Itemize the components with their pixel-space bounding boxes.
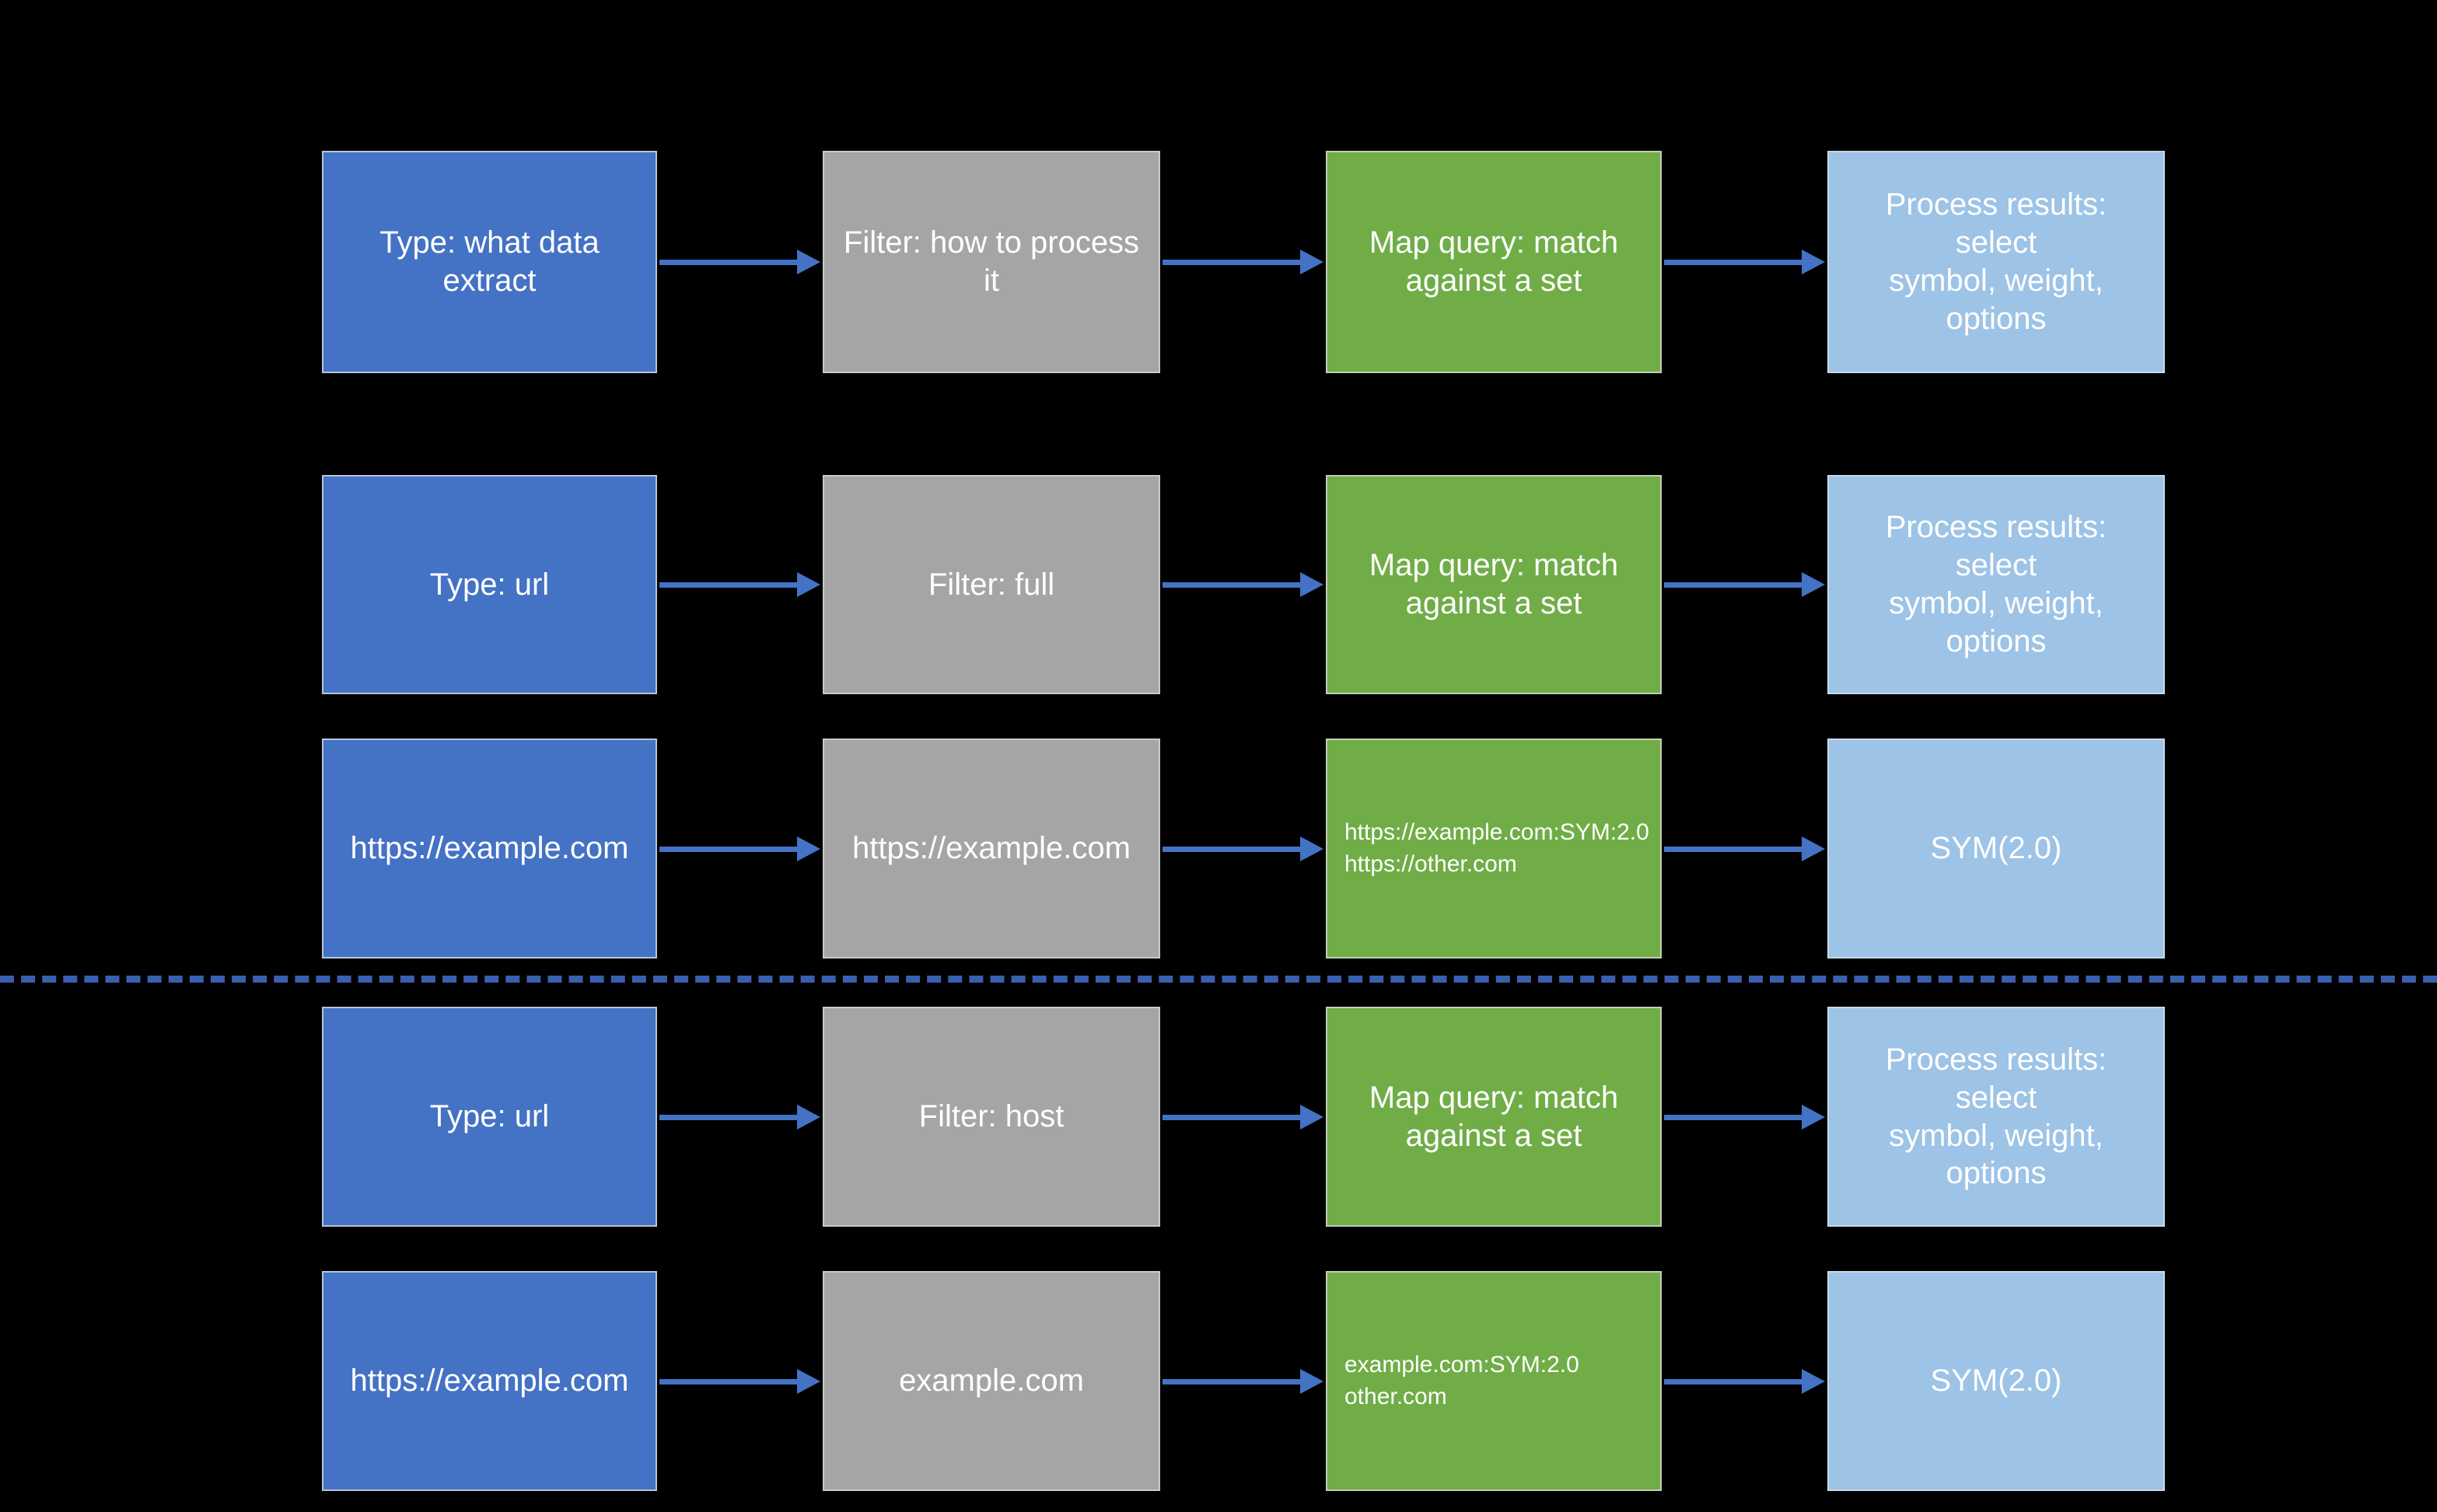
arrow-head-icon — [1300, 572, 1323, 597]
arrow-shaft — [1664, 582, 1802, 588]
arrow-shaft — [1664, 1379, 1802, 1385]
arrow-head-icon — [797, 572, 820, 597]
arrow-shaft — [1163, 260, 1300, 265]
box-type-legend[interactable]: Type: what data extract — [322, 151, 657, 373]
arrow-shaft — [659, 1115, 797, 1120]
arrow-head-icon — [1300, 250, 1323, 274]
section-divider — [0, 976, 2437, 983]
box-type-host-example[interactable]: https://example.com — [322, 1271, 657, 1491]
arrow-shaft — [1664, 847, 1802, 852]
arrow-head-icon — [1300, 836, 1323, 861]
arrow-head-icon — [1802, 836, 1825, 861]
box-filter-legend[interactable]: Filter: how to process it — [823, 151, 1160, 373]
arrow-head-icon — [1802, 1105, 1825, 1130]
arrow-head-icon — [1300, 1369, 1323, 1394]
box-process-legend[interactable]: Process results: select symbol, weight, … — [1827, 151, 2165, 373]
box-filter-full-example[interactable]: https://example.com — [823, 739, 1160, 959]
arrow-head-icon — [797, 1105, 820, 1130]
box-map-full-example[interactable]: https://example.com:SYM:2.0 https://othe… — [1326, 739, 1662, 959]
arrow-head-icon — [797, 1369, 820, 1394]
arrow-shaft — [659, 1379, 797, 1385]
arrow-shaft — [1163, 582, 1300, 588]
box-map-legend[interactable]: Map query: match against a set — [1326, 151, 1662, 373]
box-type-full-example[interactable]: https://example.com — [322, 739, 657, 959]
arrow-head-icon — [1802, 572, 1825, 597]
arrow-head-icon — [1300, 1105, 1323, 1130]
box-process-host-example[interactable]: SYM(2.0) — [1827, 1271, 2165, 1491]
arrow-shaft — [659, 847, 797, 852]
arrow-shaft — [659, 260, 797, 265]
arrow-shaft — [1163, 1115, 1300, 1120]
arrow-head-icon — [1802, 1369, 1825, 1394]
box-process-full-spec[interactable]: Process results: select symbol, weight, … — [1827, 475, 2165, 694]
arrow-head-icon — [797, 250, 820, 274]
box-map-host-example[interactable]: example.com:SYM:2.0 other.com — [1326, 1271, 1662, 1491]
box-filter-full-spec[interactable]: Filter: full — [823, 475, 1160, 694]
arrow-shaft — [1664, 260, 1802, 265]
arrow-head-icon — [1802, 250, 1825, 274]
box-process-full-example[interactable]: SYM(2.0) — [1827, 739, 2165, 959]
box-type-full-spec[interactable]: Type: url — [322, 475, 657, 694]
arrow-shaft — [1664, 1115, 1802, 1120]
arrow-shaft — [1163, 847, 1300, 852]
box-type-host-spec[interactable]: Type: url — [322, 1007, 657, 1227]
box-map-host-spec[interactable]: Map query: match against a set — [1326, 1007, 1662, 1227]
box-map-full-spec[interactable]: Map query: match against a set — [1326, 475, 1662, 694]
arrow-head-icon — [797, 836, 820, 861]
arrow-shaft — [659, 582, 797, 588]
box-filter-host-spec[interactable]: Filter: host — [823, 1007, 1160, 1227]
box-filter-host-example[interactable]: example.com — [823, 1271, 1160, 1491]
box-process-host-spec[interactable]: Process results: select symbol, weight, … — [1827, 1007, 2165, 1227]
arrow-shaft — [1163, 1379, 1300, 1385]
